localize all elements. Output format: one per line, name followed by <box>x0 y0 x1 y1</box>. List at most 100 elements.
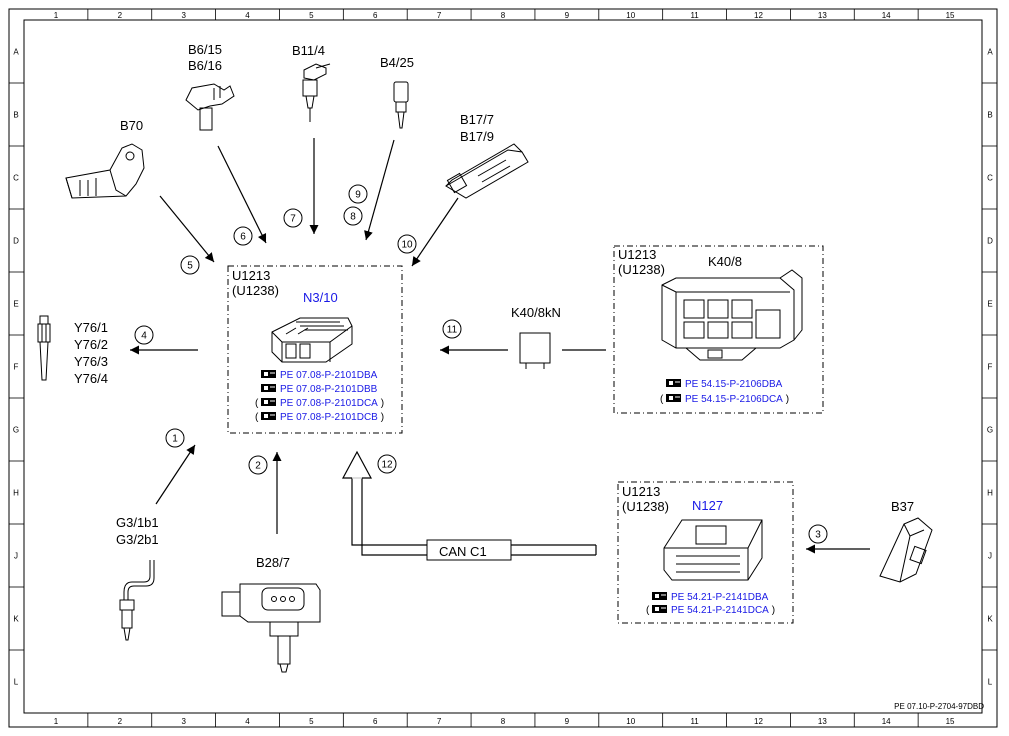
signal-number-text: 3 <box>815 530 821 541</box>
signal-lines <box>130 138 870 554</box>
signal-number-text: 11 <box>447 325 458 336</box>
grid-column-label: 6 <box>373 11 378 20</box>
label-y76-2: Y76/2 <box>74 337 108 352</box>
label-b4-25: B4/25 <box>380 55 414 70</box>
label-b70: B70 <box>120 118 143 133</box>
fuse-relay-module-icon <box>661 269 803 361</box>
grid-row-label: L <box>14 678 19 687</box>
grid-row-label: D <box>987 237 993 246</box>
module-n3-10-reference-list: PE 07.08-P-2101DBA PE 07.08-P-2101DBB (PE … <box>255 370 384 423</box>
label-k40-8kn: K40/8kN <box>511 305 561 320</box>
grid-column-label: 7 <box>437 717 442 726</box>
grid-row-label: K <box>13 615 19 624</box>
grid-column-label: 8 <box>501 11 506 20</box>
grid-row-label: E <box>987 300 992 309</box>
line-b70-to-n3 <box>159 195 215 263</box>
signal-number-11: 11 <box>442 319 462 339</box>
signal-number-10: 10 <box>397 234 417 254</box>
signal-number-text: 4 <box>141 331 147 342</box>
grid-column-label: 2 <box>118 717 123 726</box>
signal-number-5: 5 <box>180 255 200 275</box>
module-n127: U1213 (U1238) N127 PE 54.21-P-2141DBA(PE… <box>617 481 794 624</box>
reference-code: PE 54.21-P-2141DCA <box>671 605 769 616</box>
camshaft-sensor-b70-icon <box>65 143 145 199</box>
label-b6-16: B6/16 <box>188 58 222 73</box>
reference-code: PE 07.08-P-2101DBA <box>280 370 378 381</box>
ecu-control-unit-icon <box>271 317 353 363</box>
reference-code: PE 07.08-P-2101DBB <box>280 384 378 395</box>
module-k40-8-boundary <box>613 245 824 414</box>
grid-column-label: 14 <box>882 11 891 20</box>
reference-link[interactable]: PE 54.21-P-2141DBA <box>652 592 769 603</box>
grid-column-label: 11 <box>690 717 699 726</box>
reference-code: PE 54.21-P-2141DBA <box>671 592 769 603</box>
signal-number-text: 5 <box>187 261 193 272</box>
reference-link[interactable]: (PE 54.15-P-2106DCA ) <box>660 394 789 405</box>
grid-column-label: 15 <box>946 11 955 20</box>
module-k40-8-unit-alt: (U1238) <box>618 262 665 277</box>
grid-column-label: 13 <box>818 11 827 20</box>
signal-number-3: 3 <box>808 524 828 544</box>
signal-number-text: 8 <box>350 212 356 223</box>
reference-link[interactable]: PE 07.08-P-2101DBA <box>261 370 378 381</box>
pointing-hand-icon <box>261 370 276 378</box>
module-n127-name: N127 <box>692 498 723 513</box>
reference-link[interactable]: PE 54.15-P-2106DBA <box>666 379 783 390</box>
grid-column-label: 9 <box>565 717 570 726</box>
label-b17-9: B17/9 <box>460 129 494 144</box>
pointing-hand-icon <box>666 394 681 402</box>
signal-number-8: 8 <box>343 206 363 226</box>
grid-row-label: F <box>988 363 993 372</box>
document-reference-code: PE 07.10-P-2704-97DBD <box>894 702 984 711</box>
label-g3-2b1: G3/2b1 <box>116 532 159 547</box>
signal-number-12: 12 <box>377 454 397 474</box>
module-n127-unit-alt: (U1238) <box>622 499 669 514</box>
can-c1-bus: CAN C1 <box>341 450 597 561</box>
module-n127-reference-list: PE 54.21-P-2141DBA(PE 54.21-P-2141DCA) <box>646 592 775 616</box>
reference-code: PE 54.15-P-2106DCA <box>685 394 783 405</box>
signal-number-1: 1 <box>165 428 185 448</box>
grid-column-label: 1 <box>54 11 59 20</box>
grid-row-label: B <box>987 111 992 120</box>
signal-number-text: 10 <box>401 240 413 251</box>
reference-link[interactable]: (PE 07.08-P-2101DCA ) <box>255 398 384 409</box>
grid-column-label: 6 <box>373 717 378 726</box>
grid-column-label: 9 <box>565 11 570 20</box>
signal-number-text: 2 <box>255 461 261 472</box>
module-n3-10: U1213 (U1238) N3/10 PE 07.08-P-2101DBAPE… <box>227 265 403 434</box>
grid-row-label: D <box>13 237 19 246</box>
module-n3-10-unit: U1213 <box>232 268 270 283</box>
grid-column-label: 12 <box>754 717 763 726</box>
reference-link[interactable]: PE 07.08-P-2101DBB <box>261 384 378 395</box>
grid-column-label: 5 <box>309 717 314 726</box>
reference-code: PE 07.08-P-2101DCB <box>280 412 378 423</box>
grid-column-label: 4 <box>245 717 250 726</box>
label-b6-15: B6/15 <box>188 42 222 57</box>
reference-prefix: ( <box>646 605 650 616</box>
grid-column-label: 10 <box>626 11 635 20</box>
signal-number-text: 7 <box>290 214 296 225</box>
reference-link[interactable]: (PE 07.08-P-2101DCB ) <box>255 412 384 423</box>
grid-column-label: 4 <box>245 11 250 20</box>
label-b37: B37 <box>891 499 914 514</box>
label-y76-1: Y76/1 <box>74 320 108 335</box>
grid-row-label: G <box>987 426 993 435</box>
line-b17-to-n3 <box>411 197 459 267</box>
grid-column-label: 1 <box>54 717 59 726</box>
grid-column-label: 5 <box>309 11 314 20</box>
reference-link[interactable]: (PE 54.21-P-2141DCA) <box>646 605 775 616</box>
pointing-hand-icon <box>261 412 276 420</box>
knock-sensor-b17-icon <box>445 143 529 199</box>
grid-column-label: 10 <box>626 717 635 726</box>
grid-column-label: 15 <box>946 717 955 726</box>
signal-number-text: 1 <box>172 434 178 445</box>
module-n3-10-unit-alt: (U1238) <box>232 283 279 298</box>
relay-k40-8kn-icon <box>519 332 551 369</box>
grid-column-label: 13 <box>818 717 827 726</box>
grid-column-label: 7 <box>437 11 442 20</box>
grid-row-label: G <box>13 426 19 435</box>
signal-number-7: 7 <box>283 208 303 228</box>
